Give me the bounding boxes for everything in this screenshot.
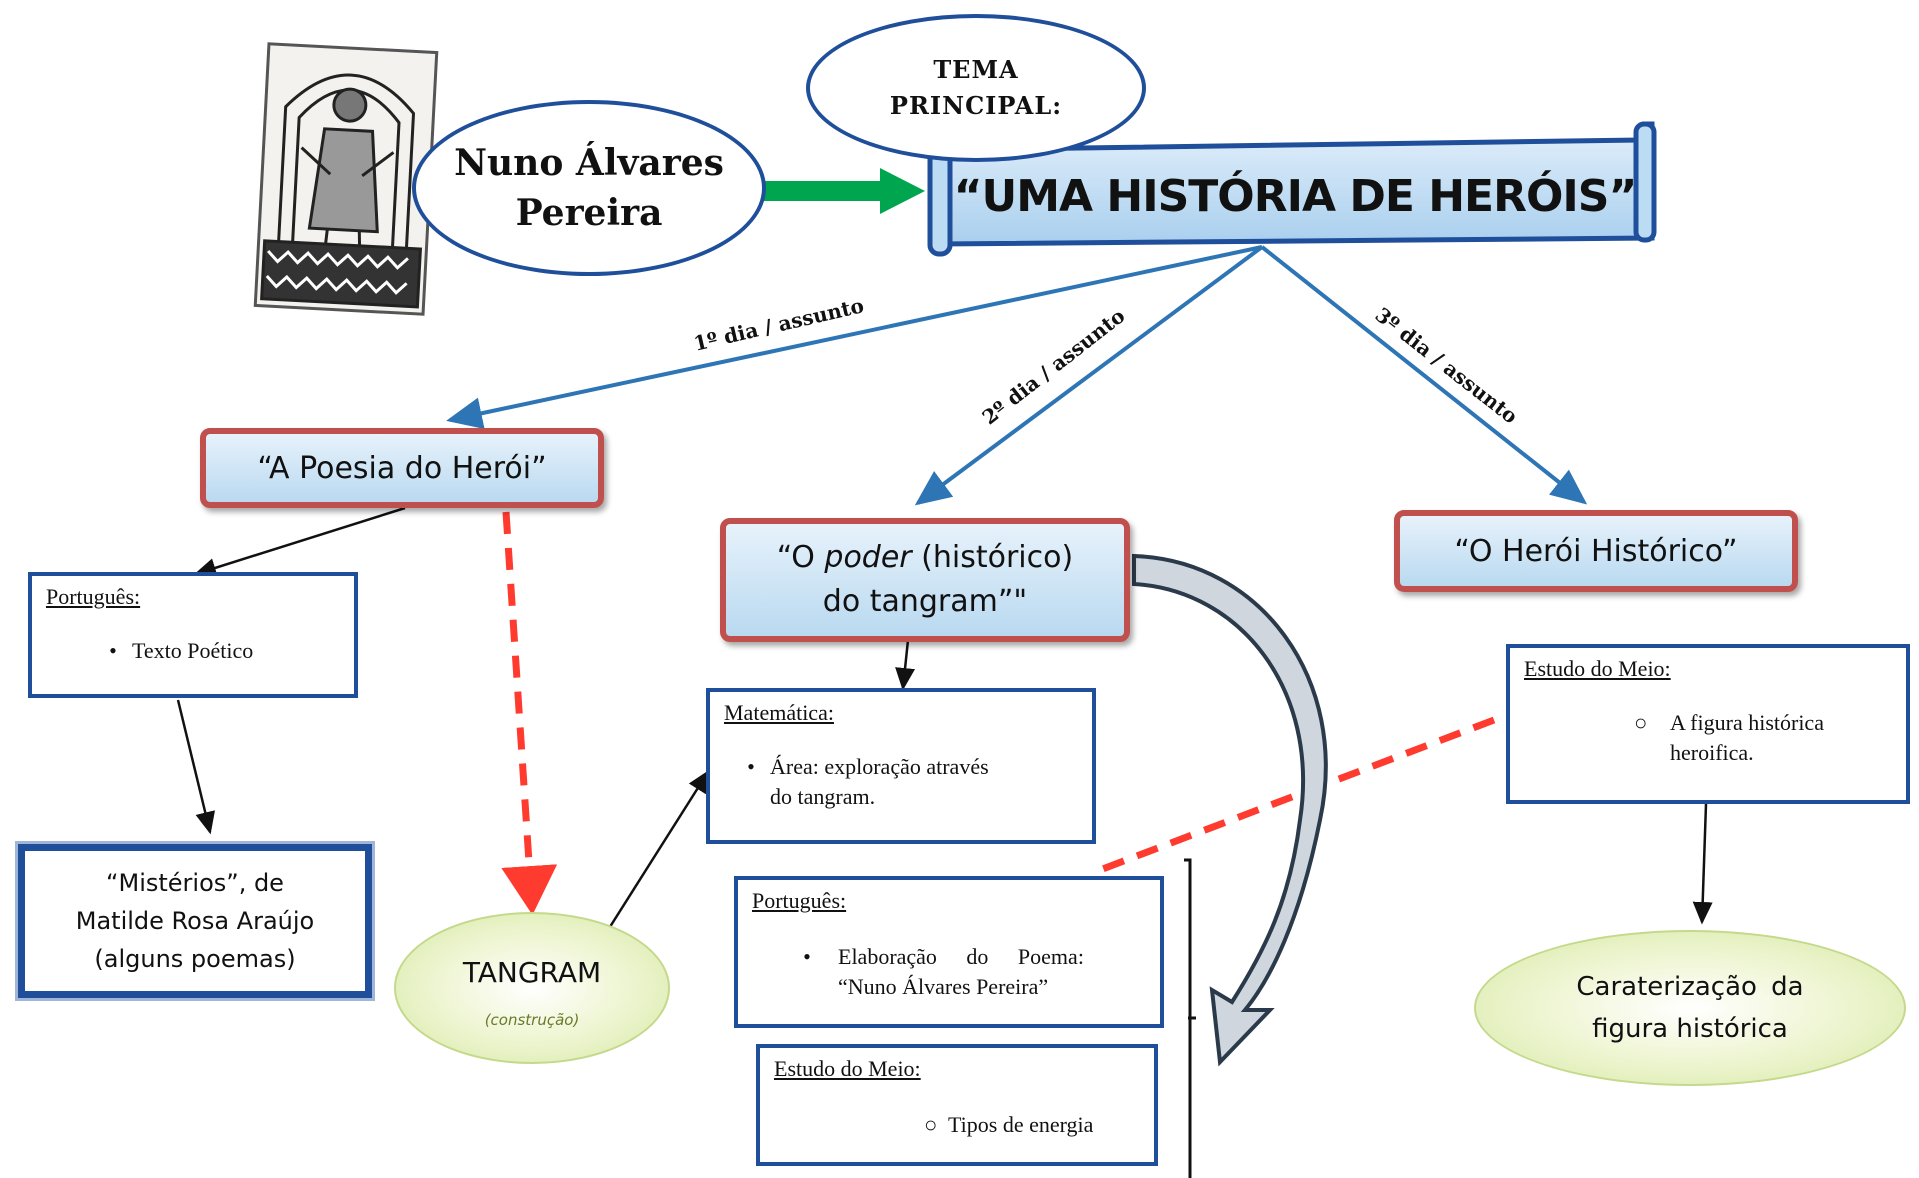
poder-to-matematica <box>895 639 916 691</box>
tangram-ellipse: TANGRAM (construção) <box>394 912 670 1064</box>
poems-box: “Mistérios”, de Matilde Rosa Araújo (alg… <box>15 841 375 1001</box>
figure-name-line1: Nuno Álvares <box>454 142 724 184</box>
day1-connector <box>446 245 1263 429</box>
figure-ellipse: Nuno Álvares Pereira <box>412 100 766 276</box>
poder-emphasis: poder <box>824 540 912 575</box>
tangram-subtitle: (construção) <box>484 1010 580 1029</box>
tangram-to-matematica <box>606 769 710 931</box>
main-title-scroll <box>927 121 1657 257</box>
tangram-title: TANGRAM <box>462 955 602 989</box>
main-title: “UMA HISTÓRIA DE HERÓIS” <box>953 170 1638 222</box>
bracket <box>1184 858 1192 1178</box>
portrait-image <box>253 42 439 316</box>
caraterizacao-ellipse: Caraterização da figura histórica <box>1474 930 1906 1086</box>
left-portugues-heading: Português: <box>46 584 141 609</box>
topic-poder-line2: do tangram”" <box>822 584 1028 619</box>
day2-connector <box>914 245 1264 506</box>
portugues-to-poems <box>176 699 216 835</box>
matematica-heading: Matemática: <box>724 700 834 725</box>
right-meio-heading: Estudo do Meio: <box>1524 656 1671 681</box>
topic-heroi: “O Herói Histórico” <box>1394 510 1798 592</box>
topic-poder-line1: “O poder (histórico) <box>776 540 1074 575</box>
middle-meio-heading: Estudo do Meio: <box>774 1056 921 1081</box>
middle-portugues-heading: Português: <box>752 888 847 913</box>
topic-poder: “O poder (histórico) do tangram”" <box>720 518 1130 642</box>
day3-connector <box>1260 245 1588 505</box>
topic-poesia: “A Poesia do Herói” <box>200 428 604 508</box>
meio-to-caraterizacao <box>1692 803 1713 925</box>
poesia-to-portugues <box>193 506 406 578</box>
middle-meio-item: ○Tipos de energia <box>924 1112 1094 1137</box>
green-arrow <box>764 168 925 214</box>
tema-ellipse: TEMA PRINCIPAL: <box>806 14 1146 162</box>
poems-line1: “Mistérios”, de <box>106 869 284 897</box>
left-portugues-box: Português: •Texto Poético <box>28 572 358 698</box>
tema-line1: TEMA <box>933 55 1019 84</box>
curved-arrow <box>1132 553 1328 1067</box>
poems-line2: Matilde Rosa Araújo <box>75 907 315 935</box>
caraterizacao-line1: Caraterização da <box>1576 972 1804 1002</box>
tema-line2: PRINCIPAL: <box>889 91 1063 120</box>
left-portugues-item: •Texto Poético <box>109 638 254 663</box>
caraterizacao-line2: figura histórica <box>1592 1014 1788 1044</box>
poesia-to-tangram-dashed <box>501 511 558 915</box>
middle-portugues-item: •Elaboração do Poema:“Nuno Álvares Perei… <box>803 944 1084 999</box>
poems-line3: (alguns poemas) <box>94 945 296 973</box>
figure-name-line2: Pereira <box>515 192 663 234</box>
middle-portugues-box: Português: •Elaboração do Poema:“Nuno Ál… <box>734 876 1164 1028</box>
middle-meio-box: Estudo do Meio: ○Tipos de energia <box>756 1044 1158 1166</box>
